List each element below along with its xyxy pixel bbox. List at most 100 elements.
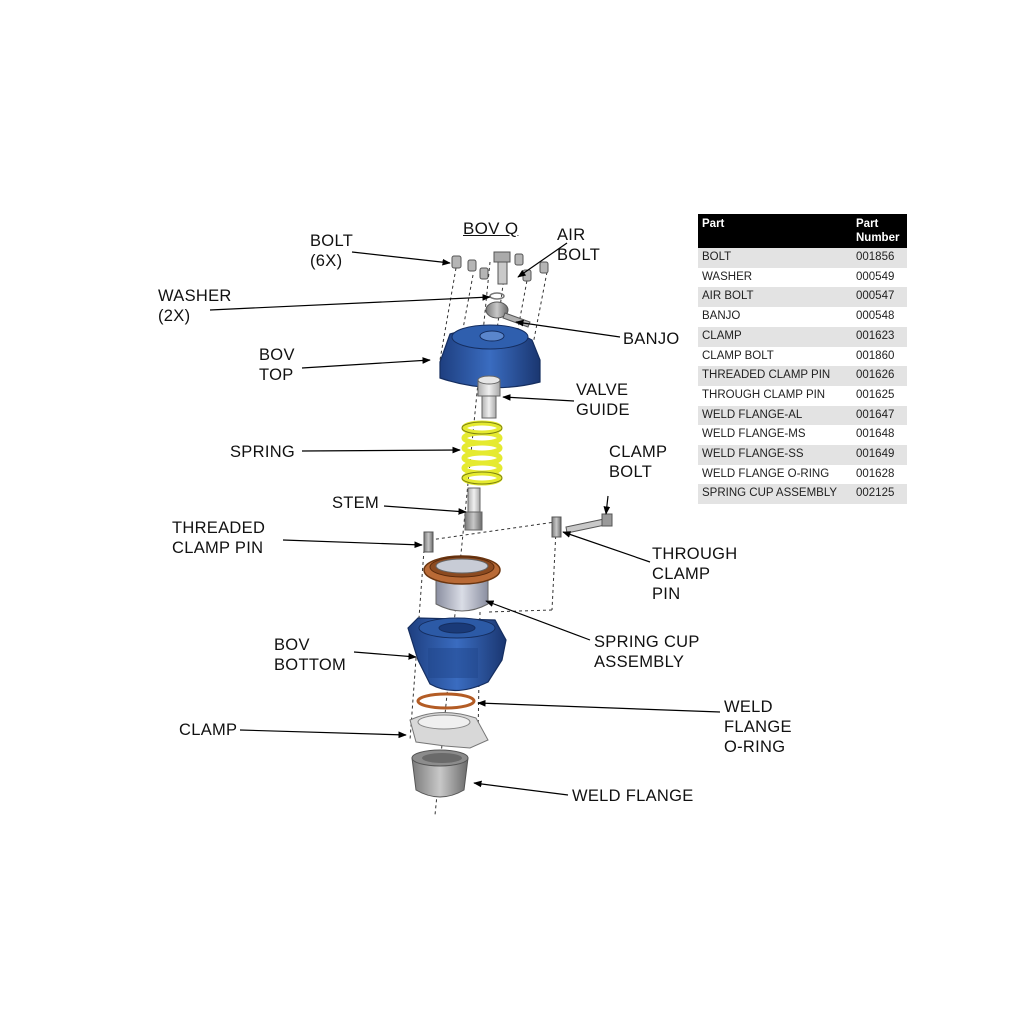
label-line: O-RING xyxy=(724,738,786,756)
part-number: 001648 xyxy=(852,425,907,446)
label-line: BOV xyxy=(274,636,310,654)
weld-flange-icon xyxy=(411,749,469,798)
valve-guide-icon xyxy=(477,375,501,419)
label-line: TOP xyxy=(259,366,294,384)
label-bov-bottom: BOV BOTTOM xyxy=(274,635,346,675)
label-line: GUIDE xyxy=(576,401,630,419)
part-name: CLAMP BOLT xyxy=(698,346,852,367)
part-number: 001856 xyxy=(852,248,907,268)
threaded-clamp-pin-icon xyxy=(423,531,434,553)
part-name: THROUGH CLAMP PIN xyxy=(698,385,852,406)
label-line: CLAMP xyxy=(652,565,711,583)
bolts-group xyxy=(451,253,549,282)
label-line: FLANGE xyxy=(724,718,792,736)
label-line: (6X) xyxy=(310,252,343,270)
air-bolt-icon xyxy=(493,251,511,285)
label-line: CLAMP xyxy=(179,721,238,739)
label-line: PIN xyxy=(652,585,681,603)
label-line: WELD xyxy=(724,698,773,716)
label-line: BOV xyxy=(259,346,295,364)
part-name: WELD FLANGE-AL xyxy=(698,405,852,426)
part-number: 001626 xyxy=(852,366,907,386)
label-line: CLAMP xyxy=(609,443,668,461)
part-name: WELD FLANGE-MS xyxy=(698,425,852,446)
bolt-icon xyxy=(467,259,477,272)
part-name: CLAMP xyxy=(698,326,852,347)
part-number: 000548 xyxy=(852,307,907,327)
label-through-clamp-pin: THROUGH CLAMP PIN xyxy=(652,544,738,604)
label-line: AIR xyxy=(557,226,586,244)
leader-lines xyxy=(209,242,721,796)
part-name: BOLT xyxy=(698,248,852,268)
part-number: 001647 xyxy=(852,405,907,426)
label-stem: STEM xyxy=(332,493,379,513)
bolt-icon xyxy=(539,261,549,274)
clamp-bolt-icon xyxy=(565,513,613,534)
table-header-row: Part Part Number xyxy=(698,214,907,248)
part-number: 001628 xyxy=(852,464,907,485)
weld-flange-oring-icon xyxy=(416,692,476,710)
label-weld-flange-oring: WELD FLANGE O-RING xyxy=(724,697,792,757)
bolt-icon xyxy=(451,255,462,269)
bov-top-icon xyxy=(439,324,541,389)
spring-cup-assembly-icon xyxy=(423,555,501,612)
header-line: Part xyxy=(856,218,879,230)
header-line: Number xyxy=(856,232,900,244)
spring-icon xyxy=(461,420,503,486)
label-line: SPRING xyxy=(230,443,296,461)
spring-outline xyxy=(461,421,503,485)
part-name: WELD FLANGE O-RING xyxy=(698,464,852,485)
header-part-number: Part Number xyxy=(852,214,907,248)
label-line: BANJO xyxy=(623,330,680,348)
part-number: 001625 xyxy=(852,385,907,406)
label-line: SPRING CUP xyxy=(594,633,700,651)
bolt-icon xyxy=(522,269,532,282)
label-washer: WASHER (2X) xyxy=(158,286,232,326)
part-name: THREADED CLAMP PIN xyxy=(698,366,852,386)
header-part: Part xyxy=(698,214,852,248)
label-air-bolt: AIR BOLT xyxy=(557,225,600,265)
diagram-title: BOV Q xyxy=(463,219,519,238)
label-line: (2X) xyxy=(158,307,191,325)
label-weld-flange: WELD FLANGE xyxy=(572,786,694,806)
label-line: BOLT xyxy=(609,463,653,481)
part-name: AIR BOLT xyxy=(698,287,852,308)
label-bov-top: BOV TOP xyxy=(259,345,295,385)
label-clamp-bolt: CLAMP BOLT xyxy=(609,442,667,482)
part-number: 001649 xyxy=(852,445,907,465)
part-number: 001623 xyxy=(852,326,907,347)
label-valve-guide: VALVE GUIDE xyxy=(576,380,630,420)
bov-bottom-icon xyxy=(407,617,507,692)
part-number: 002125 xyxy=(852,484,907,505)
label-banjo: BANJO xyxy=(623,329,680,349)
label-line: ASSEMBLY xyxy=(594,653,685,671)
label-line: STEM xyxy=(332,494,380,512)
part-number: 000547 xyxy=(852,287,907,308)
bolt-icon xyxy=(479,267,489,280)
label-line: BOLT xyxy=(557,246,601,264)
part-number: 001860 xyxy=(852,346,907,367)
bolt-icon xyxy=(514,253,524,266)
label-line: BOLT xyxy=(310,232,354,250)
label-line: THROUGH xyxy=(652,545,738,563)
label-line: WELD FLANGE xyxy=(572,787,694,805)
label-line: WASHER xyxy=(158,287,232,305)
label-threaded-clamp-pin: THREADED CLAMP PIN xyxy=(172,518,265,558)
label-clamp: CLAMP xyxy=(179,720,237,740)
part-name: SPRING CUP ASSEMBLY xyxy=(698,484,852,505)
part-name: WASHER xyxy=(698,267,852,288)
part-name: WELD FLANGE-SS xyxy=(698,445,852,465)
label-line: THREADED xyxy=(172,519,266,537)
